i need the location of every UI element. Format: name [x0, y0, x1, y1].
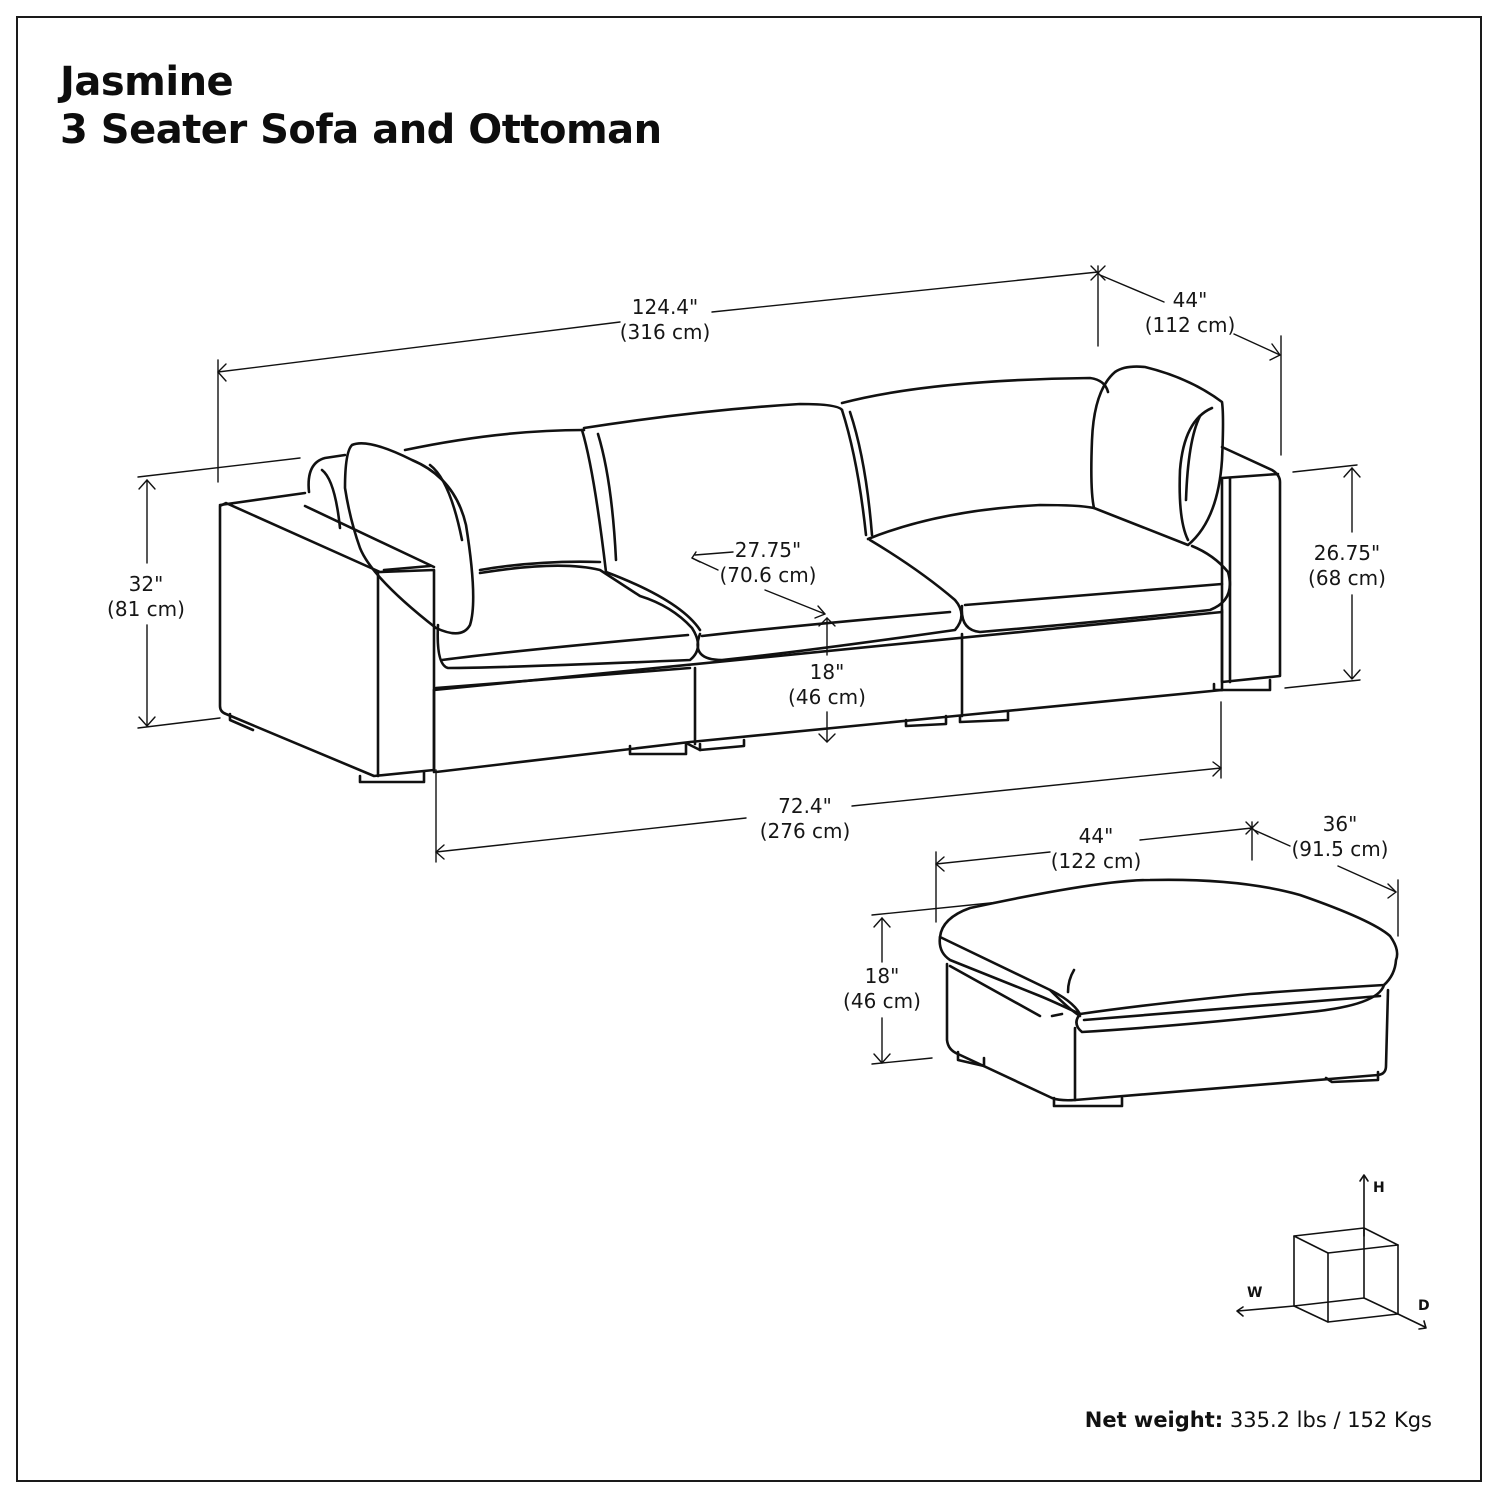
dimension-cm: (46 cm)	[843, 989, 921, 1013]
axis-label-depth: D	[1418, 1298, 1430, 1314]
net-weight: Net weight: 335.2 lbs / 152 Kgs	[1085, 1408, 1432, 1432]
dimension-cm: (70.6 cm)	[719, 563, 817, 587]
page-title: Jasmine 3 Seater Sofa and Ottoman	[60, 58, 662, 154]
ottoman-height-label: 18" (46 cm)	[832, 964, 932, 1014]
dimension-inches: 36"	[1322, 812, 1358, 836]
dimension-cm: (68 cm)	[1308, 566, 1386, 590]
sofa-overall-width-label: 124.4" (316 cm)	[600, 295, 730, 345]
product-subtitle: 3 Seater Sofa and Ottoman	[60, 107, 662, 153]
sofa-dimension-lines	[137, 265, 1361, 863]
dimension-cm: (112 cm)	[1144, 313, 1236, 337]
ottoman-width-label: 44" (122 cm)	[1036, 824, 1156, 874]
product-name: Jasmine	[60, 59, 234, 105]
net-weight-label: Net weight:	[1084, 1408, 1224, 1432]
axis-label-height: H	[1373, 1180, 1385, 1196]
dimension-inches: 26.75"	[1313, 541, 1381, 565]
sofa-overall-depth-label: 44" (112 cm)	[1130, 288, 1250, 338]
dimension-inches: 27.75"	[734, 538, 802, 562]
axis-legend-cube-icon	[1236, 1174, 1427, 1330]
sofa-seat-width-label: 72.4" (276 cm)	[740, 794, 870, 844]
sofa-illustration	[218, 365, 1282, 784]
dimension-cm: (122 cm)	[1050, 849, 1142, 873]
dimension-cm: (46 cm)	[788, 685, 866, 709]
dimension-cm: (81 cm)	[107, 597, 185, 621]
dimension-inches: 72.4"	[778, 794, 832, 818]
ottoman-dimension-lines	[871, 821, 1399, 1065]
dimension-cm: (316 cm)	[619, 320, 711, 344]
sofa-arm-height-label: 26.75" (68 cm)	[1292, 541, 1402, 591]
dimension-cm: (91.5 cm)	[1291, 837, 1389, 861]
sofa-seat-height-label: 18" (46 cm)	[772, 660, 882, 710]
dimension-inches: 44"	[1172, 288, 1208, 312]
sofa-seat-depth-label: 27.75" (70.6 cm)	[706, 538, 830, 588]
dimension-cm: (276 cm)	[759, 819, 851, 843]
dimension-inches: 32"	[128, 572, 164, 596]
page-frame	[16, 16, 1482, 1482]
dimension-inches: 124.4"	[631, 295, 699, 319]
sofa-overall-height-label: 32" (81 cm)	[94, 572, 198, 622]
net-weight-value: 335.2 lbs / 152 Kgs	[1223, 1408, 1432, 1432]
dimension-inches: 18"	[809, 660, 845, 684]
dimension-inches: 18"	[864, 964, 900, 988]
axis-label-width: W	[1247, 1285, 1263, 1301]
dimension-inches: 44"	[1078, 824, 1114, 848]
ottoman-illustration	[938, 878, 1399, 1108]
ottoman-depth-label: 36" (91.5 cm)	[1278, 812, 1402, 862]
